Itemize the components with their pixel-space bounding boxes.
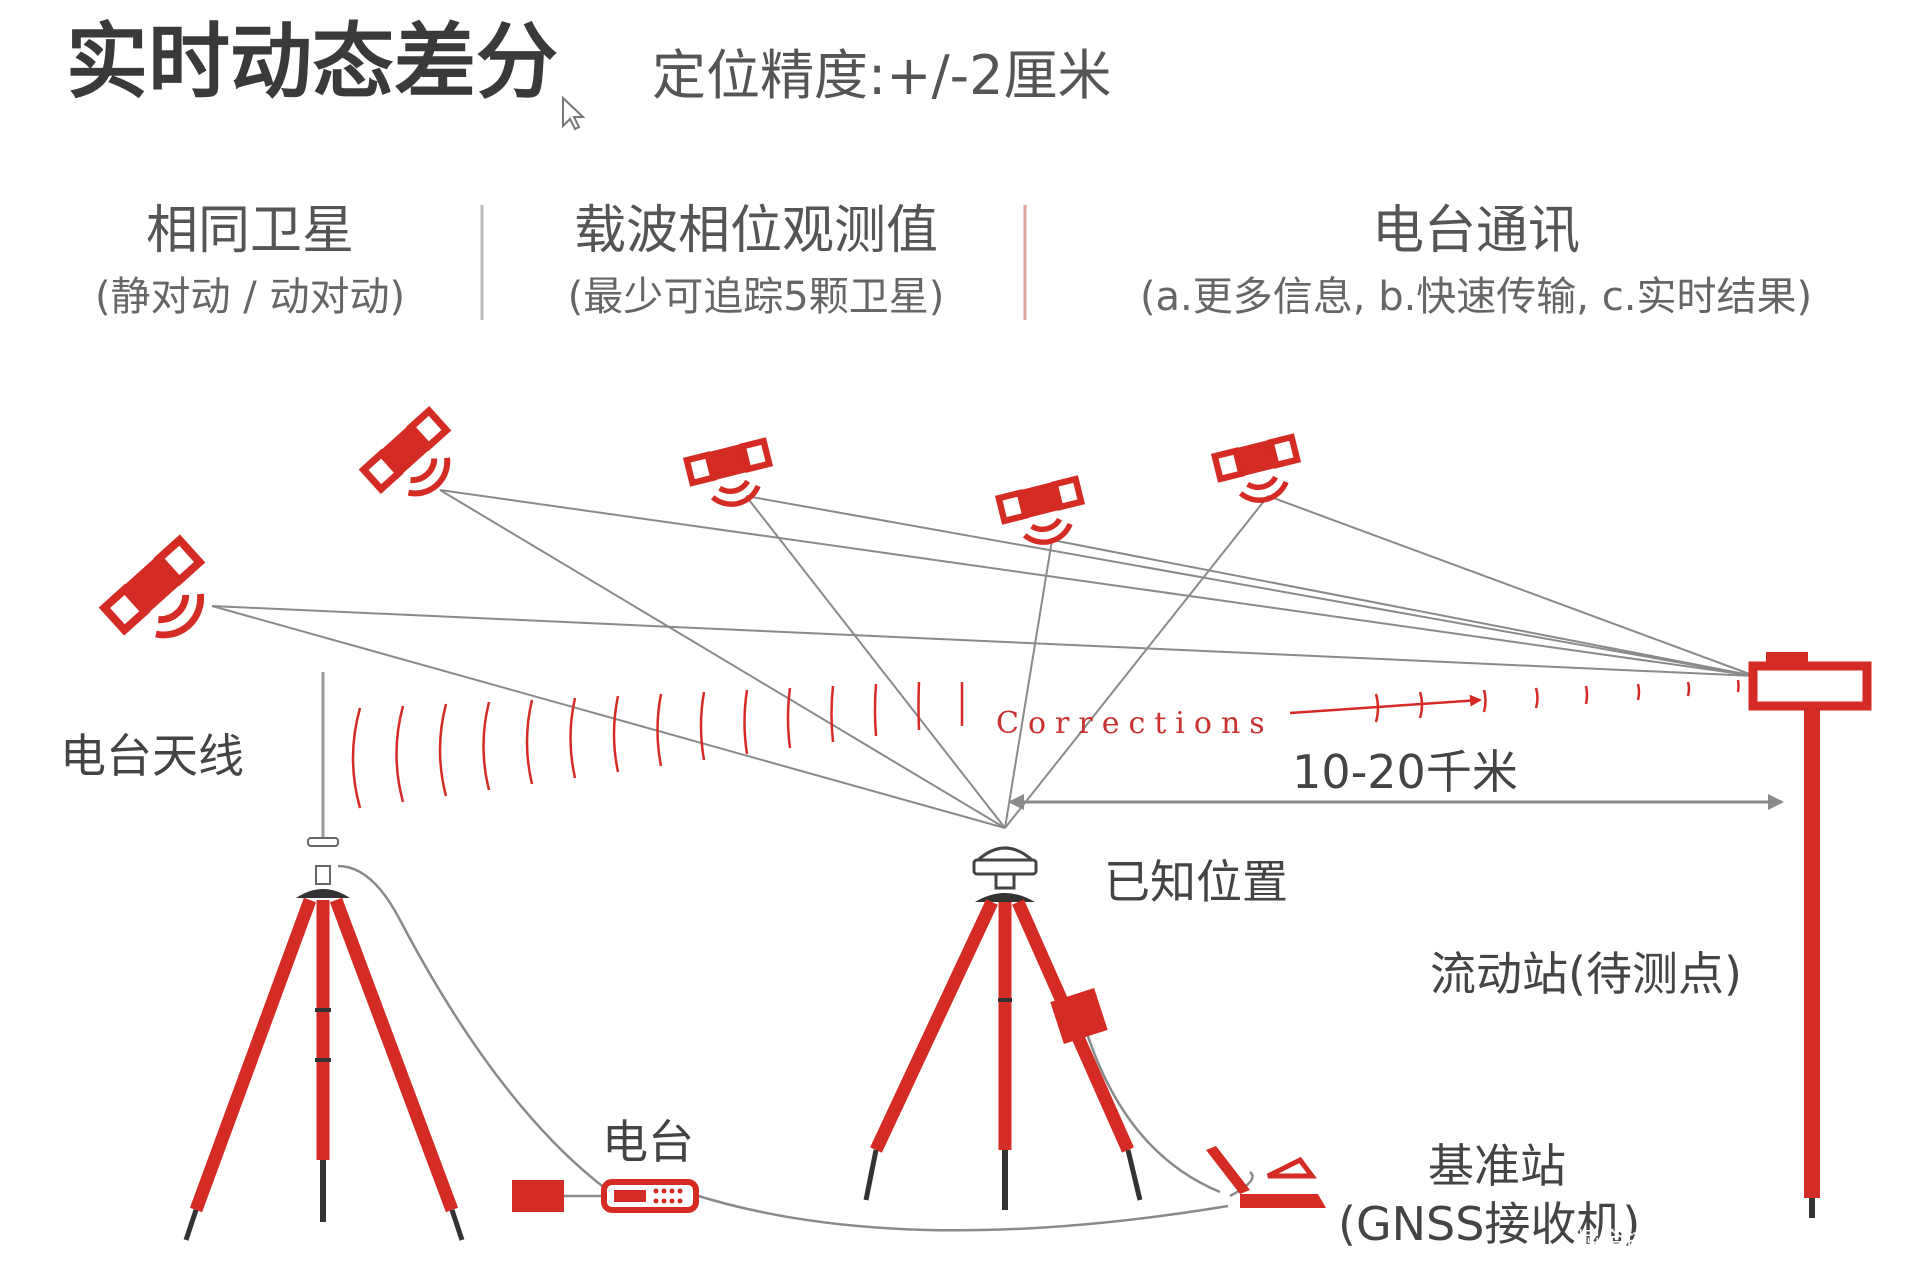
radio-waves [351, 679, 1740, 809]
feature-note-same-satellites: (静对动 / 动对动) [95, 274, 405, 320]
satellite-icon [998, 476, 1089, 550]
gnss-receiver-icon [1206, 1146, 1326, 1208]
satellite-icon [102, 537, 226, 659]
known-position-label: 已知位置 [1104, 855, 1288, 909]
tripod-icon [863, 846, 1143, 1210]
page-subtitle: 定位精度:+/-2厘米 [652, 44, 1111, 107]
mouse-cursor-icon [562, 95, 586, 131]
watermark: 掘金技术社区 @ 努力的小Qin [1576, 1227, 1896, 1255]
feature-title-same-satellites: 相同卫星 [146, 201, 354, 261]
corrections-arrow [1289, 694, 1482, 715]
radio-icon [512, 1179, 699, 1213]
rover-label: 流动站(待测点) [1430, 947, 1742, 1001]
base-receiver-label: (GNSS接收机) [1338, 1197, 1640, 1251]
feature-title-carrier-phase: 载波相位观测值 [574, 201, 938, 261]
satellite-signal-lines [211, 489, 1756, 829]
satellite-icon [1214, 434, 1305, 508]
cables [337, 864, 1254, 1232]
feature-note-radio-comm: (a.更多信息, b.快速传输, c.实时结果) [1140, 274, 1812, 320]
base-station-label: 基准站 [1428, 1139, 1566, 1193]
page-title: 实时动态差分 [66, 15, 558, 110]
feature-title-radio-comm: 电台通讯 [1372, 201, 1580, 261]
radio-label: 电台 [602, 1115, 694, 1169]
feature-note-carrier-phase: (最少可追踪5颗卫星) [568, 274, 945, 320]
satellite-icon [686, 438, 777, 512]
tripod-icon [183, 672, 465, 1241]
distance-label: 10-20千米 [1292, 745, 1518, 799]
corrections-label: Corrections [996, 706, 1274, 741]
radio-antenna-label: 电台天线 [60, 729, 244, 783]
rover-pole-icon [1748, 652, 1872, 1218]
